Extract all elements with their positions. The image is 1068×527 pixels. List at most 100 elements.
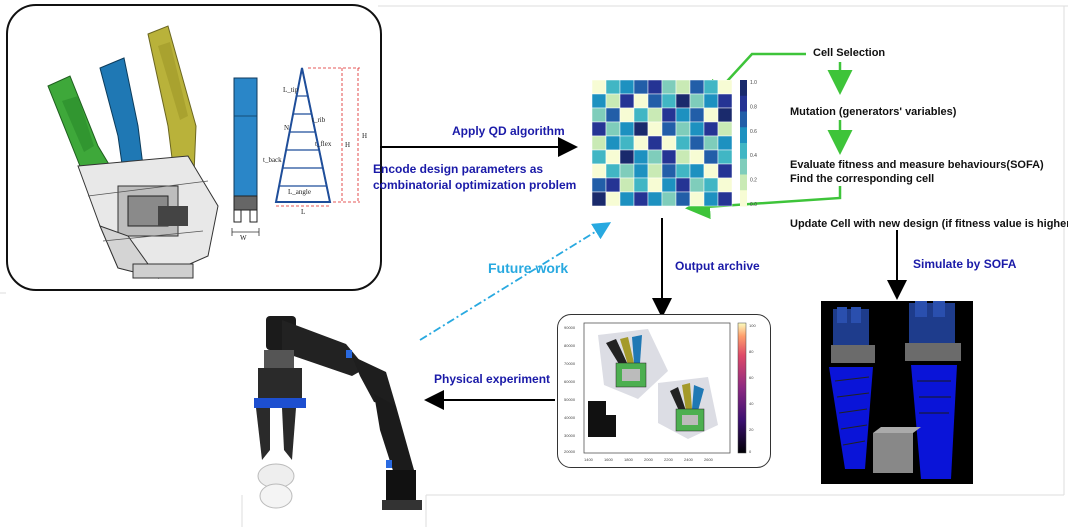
heatmap-cell	[661, 177, 677, 193]
svg-text:50000: 50000	[564, 397, 576, 402]
heatmap-cell	[591, 121, 607, 137]
heatmap-cell	[647, 163, 663, 179]
svg-text:70000: 70000	[564, 361, 576, 366]
heatmap-cell	[675, 93, 691, 109]
heatmap-cell	[619, 191, 635, 207]
heatmap-cell	[619, 107, 635, 123]
label-output-archive: Output archive	[675, 259, 760, 273]
heatmap-cell	[689, 149, 705, 165]
heatmap-cell	[619, 149, 635, 165]
heatmap-cell	[717, 149, 733, 165]
heatmap-cell	[675, 121, 691, 137]
label-l: L	[301, 208, 306, 216]
heatmap-cell	[661, 191, 677, 207]
label-h: H	[345, 141, 351, 149]
heatmap-cell	[633, 177, 649, 193]
robot-finger-left	[256, 408, 270, 460]
heatmap-cell	[703, 107, 719, 123]
heatmap-cell	[619, 93, 635, 109]
svg-text:90000: 90000	[564, 325, 576, 330]
heatmap-cell	[605, 79, 621, 95]
heatmap-cell	[605, 121, 621, 137]
heatmap-colorbar-segment	[740, 127, 747, 144]
heatmap-cell	[591, 107, 607, 123]
label-w: W	[240, 234, 247, 242]
heatmap-cell	[689, 135, 705, 151]
heatmap-cell	[675, 163, 691, 179]
label-simulate-by-sofa: Simulate by SOFA	[913, 257, 1017, 271]
svg-text:20000: 20000	[564, 449, 576, 454]
heatmap-cell	[647, 191, 663, 207]
heatmap-cell	[647, 135, 663, 151]
label-l-tip: L_tip	[283, 86, 299, 94]
svg-text:2200: 2200	[664, 457, 674, 462]
heatmap-colorbar-tick: 0.2	[750, 178, 757, 184]
heatmap-cell	[689, 177, 705, 193]
label-mutation: Mutation (generators' variables)	[790, 106, 957, 118]
robot-finger-right	[282, 408, 296, 460]
heatmap-cell	[591, 163, 607, 179]
heatmap-cell	[647, 149, 663, 165]
sofa-finger-right	[911, 365, 957, 479]
label-h-total: H	[362, 132, 368, 140]
heatmap-cell	[675, 107, 691, 123]
heatmap-cell	[675, 177, 691, 193]
sofa-cube	[873, 433, 913, 473]
svg-text:2000: 2000	[644, 457, 654, 462]
sofa-finger-left	[829, 367, 873, 469]
heatmap-cell	[647, 79, 663, 95]
heatmap-cell	[675, 149, 691, 165]
heatmap-cell	[647, 107, 663, 123]
heatmap-cell	[661, 79, 677, 95]
heatmap-cell	[689, 79, 705, 95]
label-evaluate-line1: Evaluate fitness and measure behaviours(…	[790, 159, 1044, 171]
heatmap-cell	[703, 177, 719, 193]
heatmap-cell	[717, 135, 733, 151]
heatmap-cell	[703, 149, 719, 165]
archive-empty-region	[588, 401, 616, 437]
heatmap-cell	[605, 149, 621, 165]
heatmap-cell	[703, 121, 719, 137]
label-l-angle: L_angle	[288, 188, 311, 196]
label-update-cell: Update Cell with new design (if fitness …	[790, 218, 1068, 230]
heatmap-cell	[661, 93, 677, 109]
heatmap-cell	[605, 107, 621, 123]
label-cell-selection: Cell Selection	[813, 47, 886, 59]
heatmap-cell	[703, 163, 719, 179]
label-encode-line2: combinatorial optimization problem	[373, 178, 577, 192]
heatmap-cell	[647, 177, 663, 193]
heatmap-colorbar-tick: 0.8	[750, 104, 757, 110]
heatmap-colorbar-segment	[740, 143, 747, 160]
arrow-future-work	[419, 222, 612, 341]
heatmap-cell	[619, 135, 635, 151]
heatmap-cell	[661, 107, 677, 123]
heatmap-colorbar-segment	[740, 158, 747, 175]
heatmap-colorbar-tick: 0.6	[750, 129, 757, 135]
heatmap-cell	[675, 135, 691, 151]
heatmap-cell	[591, 191, 607, 207]
heatmap-cell	[605, 191, 621, 207]
heatmap-cell	[717, 93, 733, 109]
heatmap-cell	[703, 191, 719, 207]
heatmap-grid: 1.00.80.60.40.20.0	[591, 79, 757, 208]
svg-text:1600: 1600	[604, 457, 614, 462]
svg-text:80: 80	[749, 349, 754, 354]
label-encode-line1: Encode design parameters as	[373, 162, 544, 176]
heatmap-cell	[605, 93, 621, 109]
heatmap-colorbar-segment	[740, 95, 747, 112]
heatmap-cell	[661, 149, 677, 165]
heatmap-cell	[717, 177, 733, 193]
robot-arm-illustration	[254, 316, 422, 510]
heatmap-cell	[633, 191, 649, 207]
label-t-back: t_back	[263, 156, 282, 164]
heatmap-cell	[661, 135, 677, 151]
heatmap-cell	[619, 177, 635, 193]
label-t-rib: t_rib	[312, 116, 326, 124]
heatmap-cell	[619, 163, 635, 179]
heatmap-cell	[717, 79, 733, 95]
heatmap-cell	[633, 163, 649, 179]
heatmap-cell	[591, 149, 607, 165]
heatmap-cell	[633, 79, 649, 95]
heatmap-cell	[647, 93, 663, 109]
